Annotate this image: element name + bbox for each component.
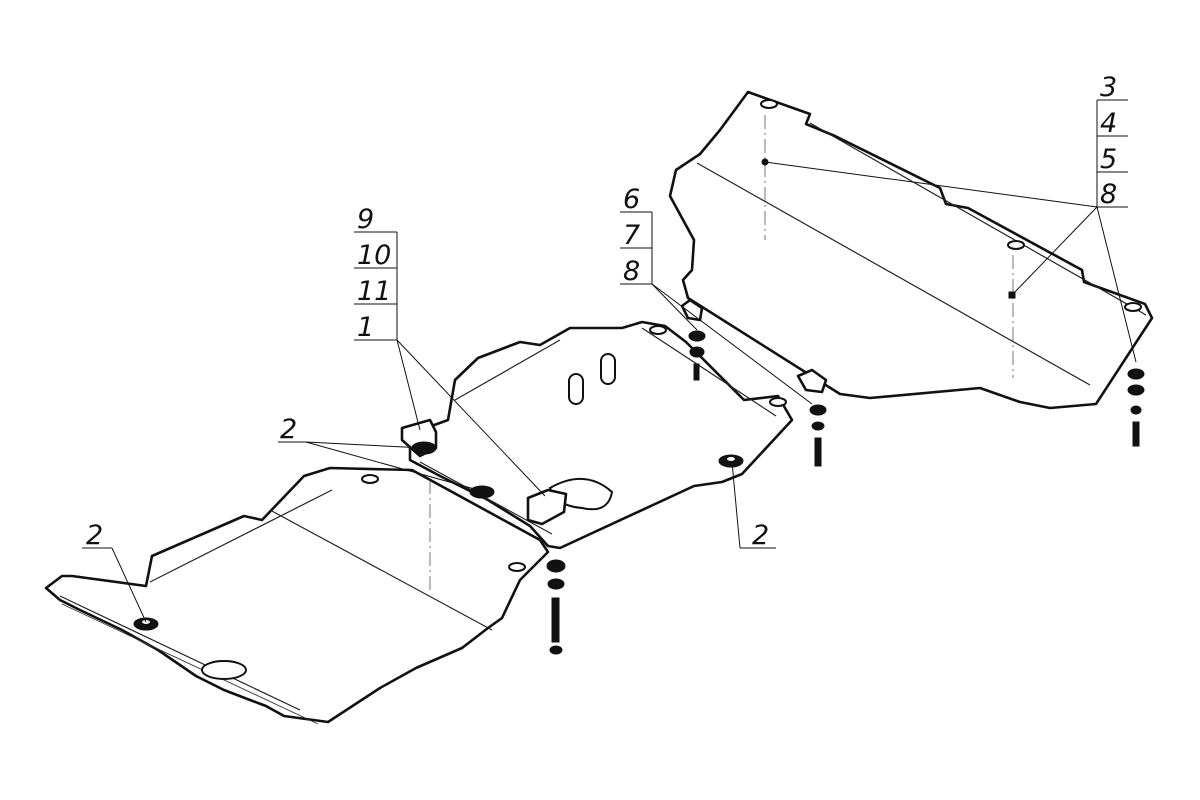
front-skid-plate <box>44 466 550 725</box>
callout-label-3: 3 <box>1100 72 1117 103</box>
callout-label-10: 10 <box>357 240 391 271</box>
callout-2-right: 2 <box>731 461 776 551</box>
callout-label-2-left: 2 <box>86 520 103 551</box>
callout-label-5: 5 <box>1100 144 1117 175</box>
callout-label-6: 6 <box>623 184 640 215</box>
callout-2-left: 2 <box>82 520 147 623</box>
callout-2-upper: 2 <box>278 414 479 491</box>
callout-stack-left: 9 10 11 1 <box>354 204 546 497</box>
callout-label-4: 4 <box>1100 108 1117 139</box>
callout-label-11: 11 <box>357 276 391 307</box>
callout-label-7: 7 <box>623 220 640 251</box>
callout-label-8-right: 8 <box>1100 179 1117 210</box>
callout-stack-middle: 6 7 8 <box>620 184 813 405</box>
callout-label-1: 1 <box>357 312 374 343</box>
callout-label-9: 9 <box>357 204 374 235</box>
callout-label-2-upper: 2 <box>280 414 297 445</box>
callout-stack-right: 3 4 5 8 <box>764 72 1137 363</box>
rear-skid-plate <box>668 90 1154 410</box>
fastener-stack-right <box>1127 368 1145 447</box>
fastener-stack-middle <box>688 330 827 467</box>
fastener-stack-center <box>546 559 566 655</box>
callout-label-8-middle: 8 <box>623 256 640 287</box>
callout-label-2-right: 2 <box>752 520 769 551</box>
